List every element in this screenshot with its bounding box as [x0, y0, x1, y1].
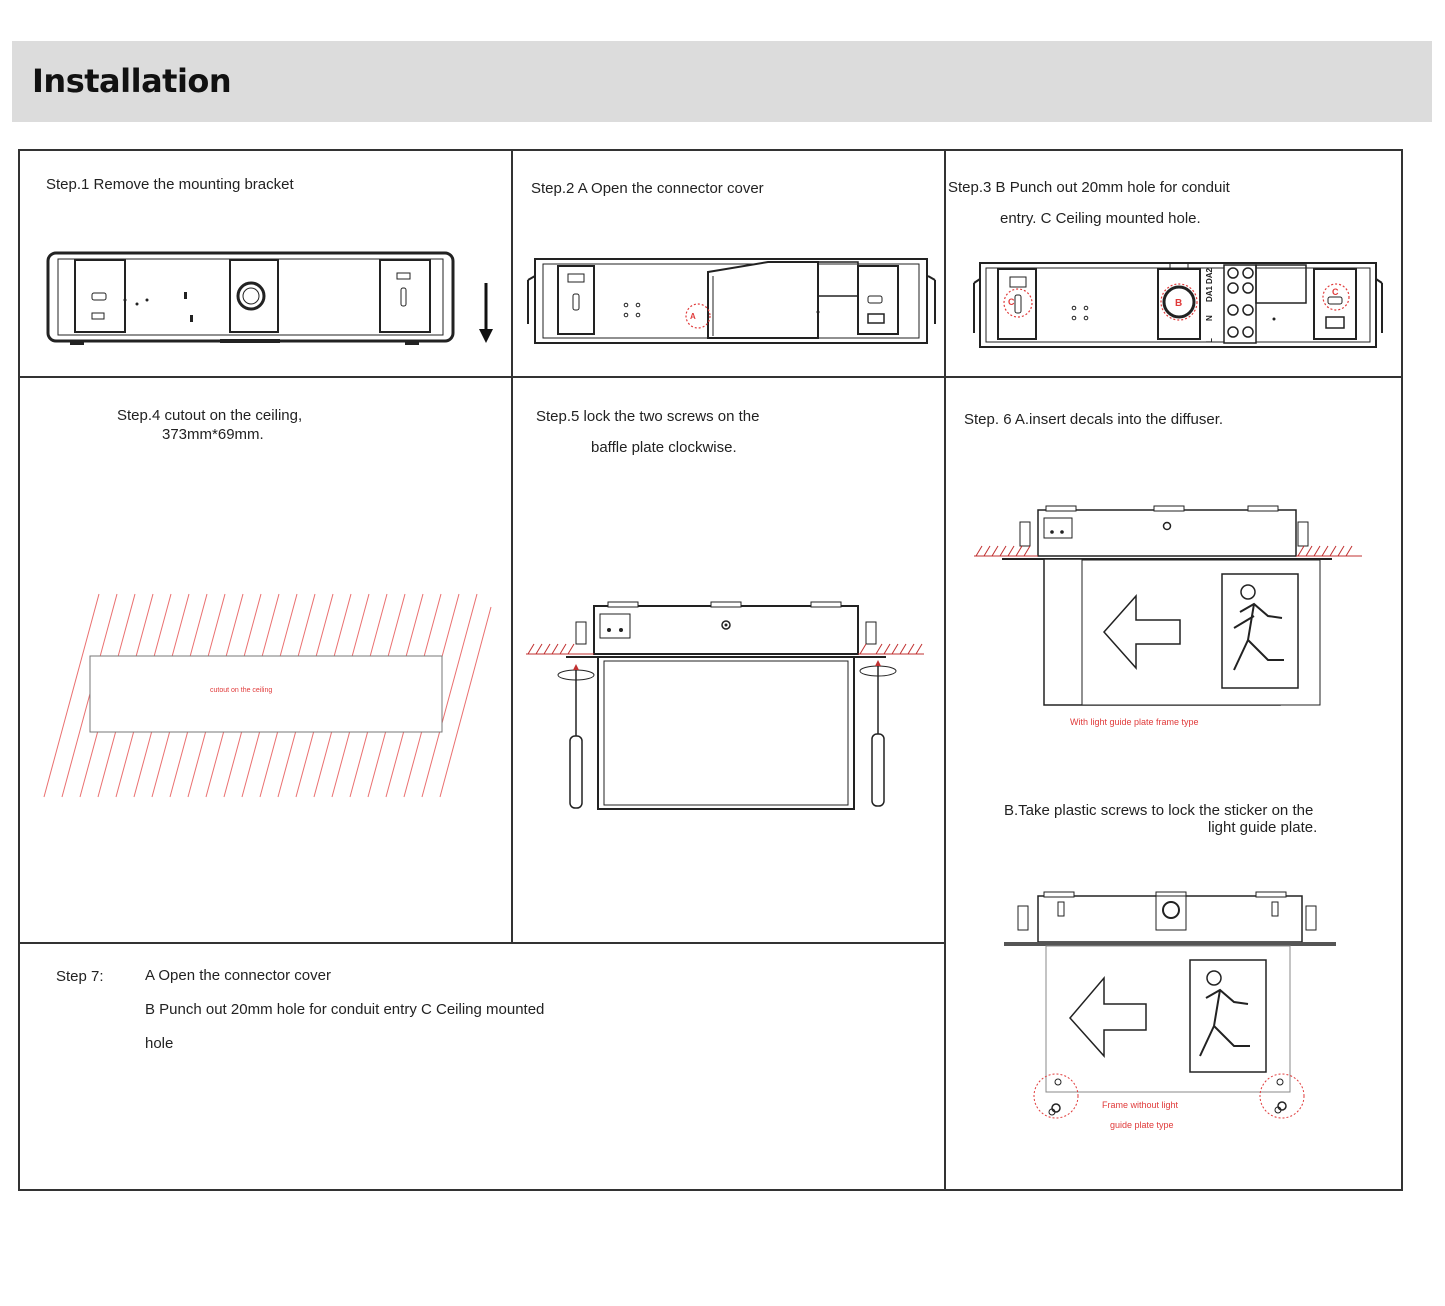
grid-row2 [18, 942, 946, 944]
step3-device-illustration: C B DA2 DA1 N L C [973, 262, 1383, 348]
step1-label: Step.1 Remove the mounting bracket [46, 176, 294, 193]
step6-caption-b-line2: guide plate type [1110, 1120, 1174, 1130]
step7-line1: A Open the connector cover [145, 967, 331, 984]
step4-cutout-label: cutout on the ceiling [210, 687, 273, 694]
step4-line2: 373mm*69mm. [162, 426, 264, 443]
terminal-n: N [1205, 315, 1214, 321]
grid-bottom [18, 1189, 1403, 1191]
step6-label-b-line2: light guide plate. [1208, 819, 1318, 836]
step6-caption-a: With light guide plate frame type [1070, 717, 1199, 727]
step3-marker-c2: C [1332, 287, 1339, 297]
step6-label-a: Step. 6 A.insert decals into the diffuse… [964, 411, 1224, 428]
step6-diffuser-illustration [974, 505, 1362, 706]
grid-col2 [944, 149, 946, 1191]
step7-line2: B Punch out 20mm hole for conduit entry … [145, 1001, 545, 1018]
step5-line1: Step.5 lock the two screws on the [536, 408, 760, 425]
step3-marker-b: B [1175, 298, 1182, 309]
terminal-l: L [1205, 338, 1214, 343]
step2-device-illustration: A [527, 258, 936, 344]
grid-col1 [511, 149, 513, 944]
step2-label: Step.2 A Open the connector cover [531, 180, 764, 197]
terminal-da2: DA2 [1205, 267, 1214, 284]
step3-line1: Step.3 B Punch out 20mm hole for conduit [948, 179, 1230, 196]
step4-line1: Step.4 cutout on the ceiling, [117, 407, 303, 424]
step6-caption-b-line1: Frame without light [1102, 1100, 1179, 1110]
grid-left [18, 149, 20, 1191]
step6-frame-illustration [1004, 891, 1336, 1119]
step3-line2: entry. C Ceiling mounted hole. [1000, 210, 1201, 227]
step5-screw-illustration [526, 601, 924, 810]
terminal-da1: DA1 [1205, 285, 1214, 302]
grid-top [18, 149, 1403, 151]
grid-right [1401, 149, 1403, 1191]
step1-device-illustration [46, 251, 493, 345]
grid-row1 [18, 376, 1403, 378]
step5-line2: baffle plate clockwise. [591, 439, 737, 456]
step4-ceiling-hatch [43, 593, 492, 798]
header-bar [12, 41, 1432, 122]
step2-marker-a: A [690, 312, 696, 321]
step6-label-b-line1: B.Take plastic screws to lock the sticke… [1004, 802, 1314, 819]
step7-line3: hole [145, 1035, 174, 1052]
page-title: Installation [32, 62, 232, 100]
step7-title: Step 7: [56, 968, 104, 985]
step3-marker-c1: C [1008, 297, 1015, 307]
